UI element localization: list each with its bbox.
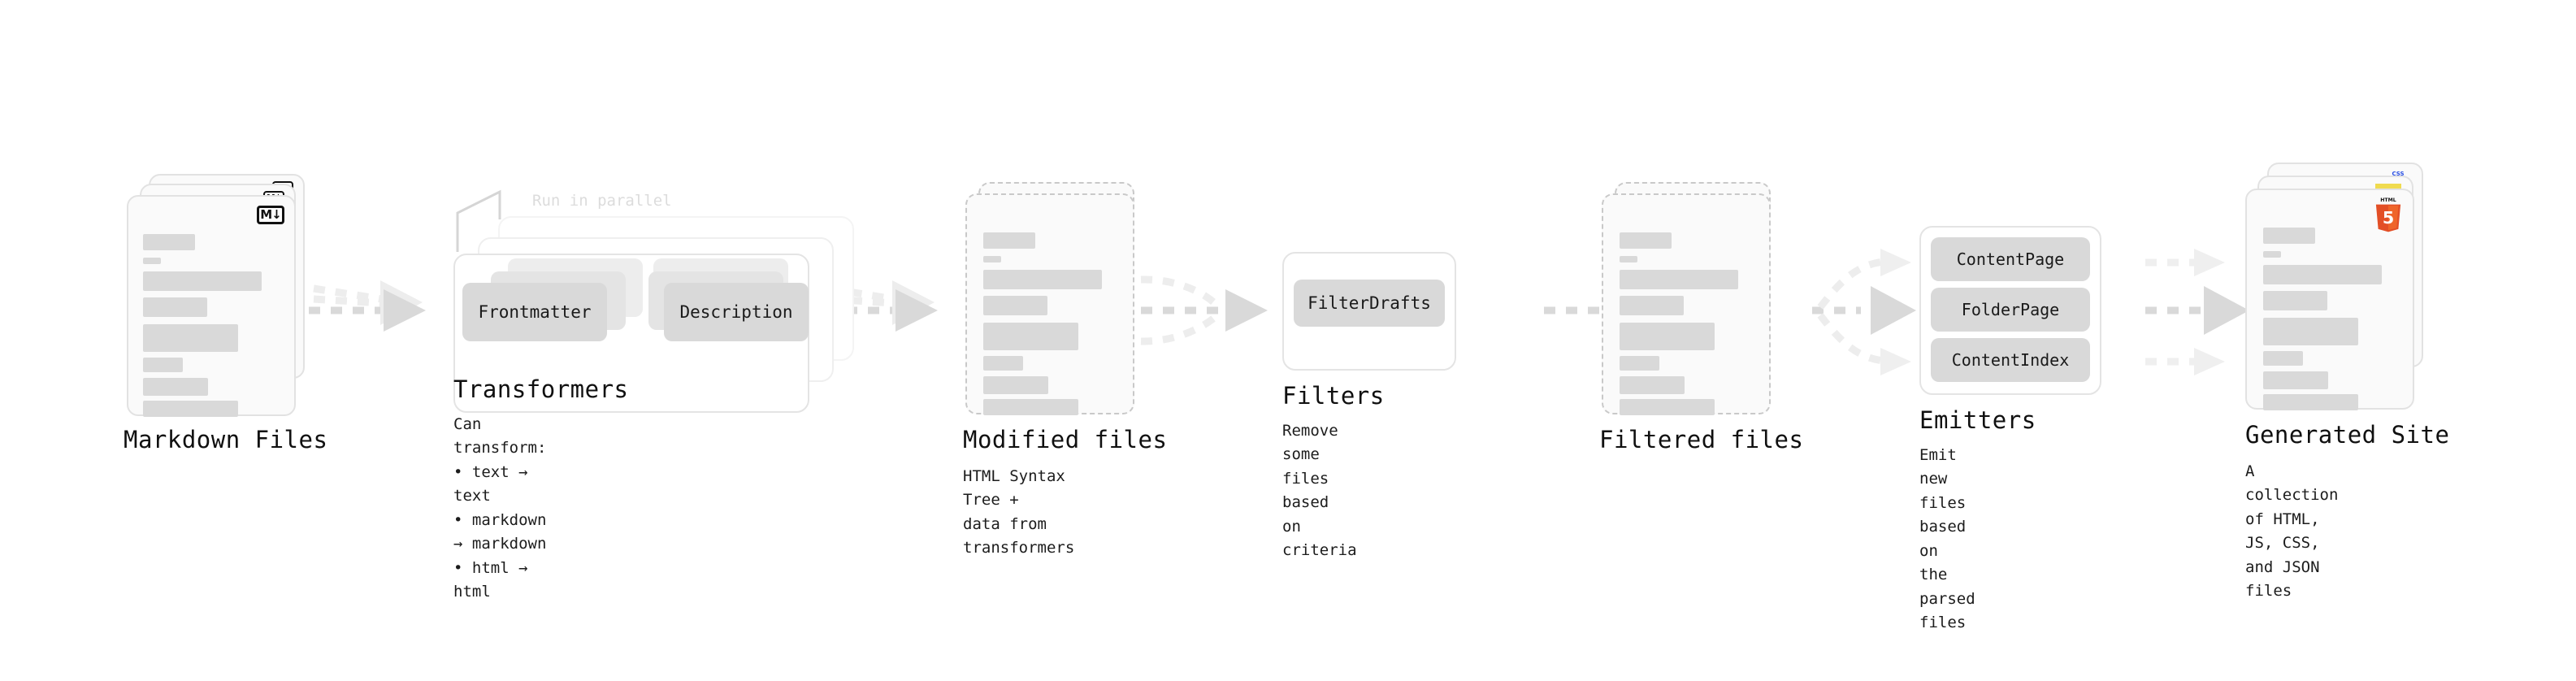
emitter-pill-label: ContentPage [1956,249,2065,269]
skeleton-line [2263,318,2358,345]
stage-title-modified-files: Modified files [963,426,1168,453]
skeleton-line [1620,356,1659,371]
stage-subtitle-transformers: Can transform: • text → text • markdown … [453,415,547,601]
skeleton-line [143,378,208,396]
filter-pill-label: FilterDrafts [1308,293,1431,313]
site-card-front: HTML 5 [2245,189,2414,410]
modified-card-front [965,193,1134,415]
skeleton-line [2263,265,2382,284]
svg-text:5: 5 [2383,208,2394,228]
connector-modified-to-filters [1140,275,1268,345]
emitter-pill-contentpage[interactable]: ContentPage [1931,237,2090,281]
skeleton-line [1620,376,1685,394]
connector-markdown-to-transformers [309,280,426,332]
skeleton-line [2263,351,2303,366]
skeleton-line [983,270,1102,289]
skeleton-line [143,271,262,291]
transformer-pill-description[interactable]: Description [664,283,809,341]
connector-filtered-to-emitters [1812,249,1916,375]
skeleton-line [983,323,1078,350]
markdown-card-front: M↓ [127,195,296,417]
transformer-pill-label: Frontmatter [478,302,592,322]
emitter-pill-folderpage[interactable]: FolderPage [1931,288,2090,332]
skeleton-line [1620,323,1715,350]
stage-subtitle-filters: Remove some files based on criteria [1282,422,1357,560]
skeleton-line [143,234,195,250]
filtered-card-front [1602,193,1771,415]
emitter-pill-contentindex[interactable]: ContentIndex [1931,338,2090,382]
skeleton-line [1620,232,1672,249]
stage-subtitle-modified-files: HTML Syntax Tree + data from transformer… [963,467,1075,557]
skeleton-line [983,399,1078,415]
skeleton-line [2263,251,2281,258]
stage-subtitle-generated-site: A collection of HTML, JS, CSS, and JSON … [2245,462,2339,601]
skeleton-line [143,324,238,352]
skeleton-line [143,358,183,372]
stage-title-filtered-files: Filtered files [1599,426,1804,453]
transformer-pill-frontmatter[interactable]: Frontmatter [462,283,607,341]
skeleton-line [983,232,1035,249]
stage-title-generated-site: Generated Site [2245,421,2450,449]
skeleton-line [2263,394,2358,410]
markdown-badge: M↓ [257,206,284,224]
skeleton-line [1620,399,1715,415]
skeleton-line [1620,256,1637,262]
transformer-pill-label: Description [679,302,793,322]
skeleton-line [2263,291,2327,310]
skeleton-line [983,296,1047,315]
skeleton-line [2263,371,2328,389]
stage-title-markdown-files: Markdown Files [124,426,328,453]
skeleton-line [143,258,161,264]
stage-title-filters: Filters [1282,382,1385,410]
skeleton-line [983,256,1001,262]
run-in-parallel-label: Run in parallel [532,192,672,210]
emitter-pill-label: ContentIndex [1951,350,2070,370]
skeleton-line [1620,296,1684,315]
emitter-pill-label: FolderPage [1961,300,2060,319]
stage-subtitle-emitters: Emit new files based on the parsed files [1919,446,1975,632]
skeleton-line [983,376,1048,394]
svg-text:HTML: HTML [2380,197,2396,203]
css-label: CSS [2392,171,2405,177]
skeleton-line [983,356,1023,371]
stage-title-transformers: Transformers [453,375,629,403]
connector-emitters-to-site [2145,249,2249,375]
stage-title-emitters: Emitters [1919,406,2036,434]
html5-badge: HTML 5 [2375,197,2401,232]
filter-pill-filterdrafts[interactable]: FilterDrafts [1294,280,1445,327]
skeleton-line [143,401,238,417]
skeleton-line [2263,228,2315,244]
skeleton-line [143,297,207,317]
skeleton-line [1620,270,1738,289]
